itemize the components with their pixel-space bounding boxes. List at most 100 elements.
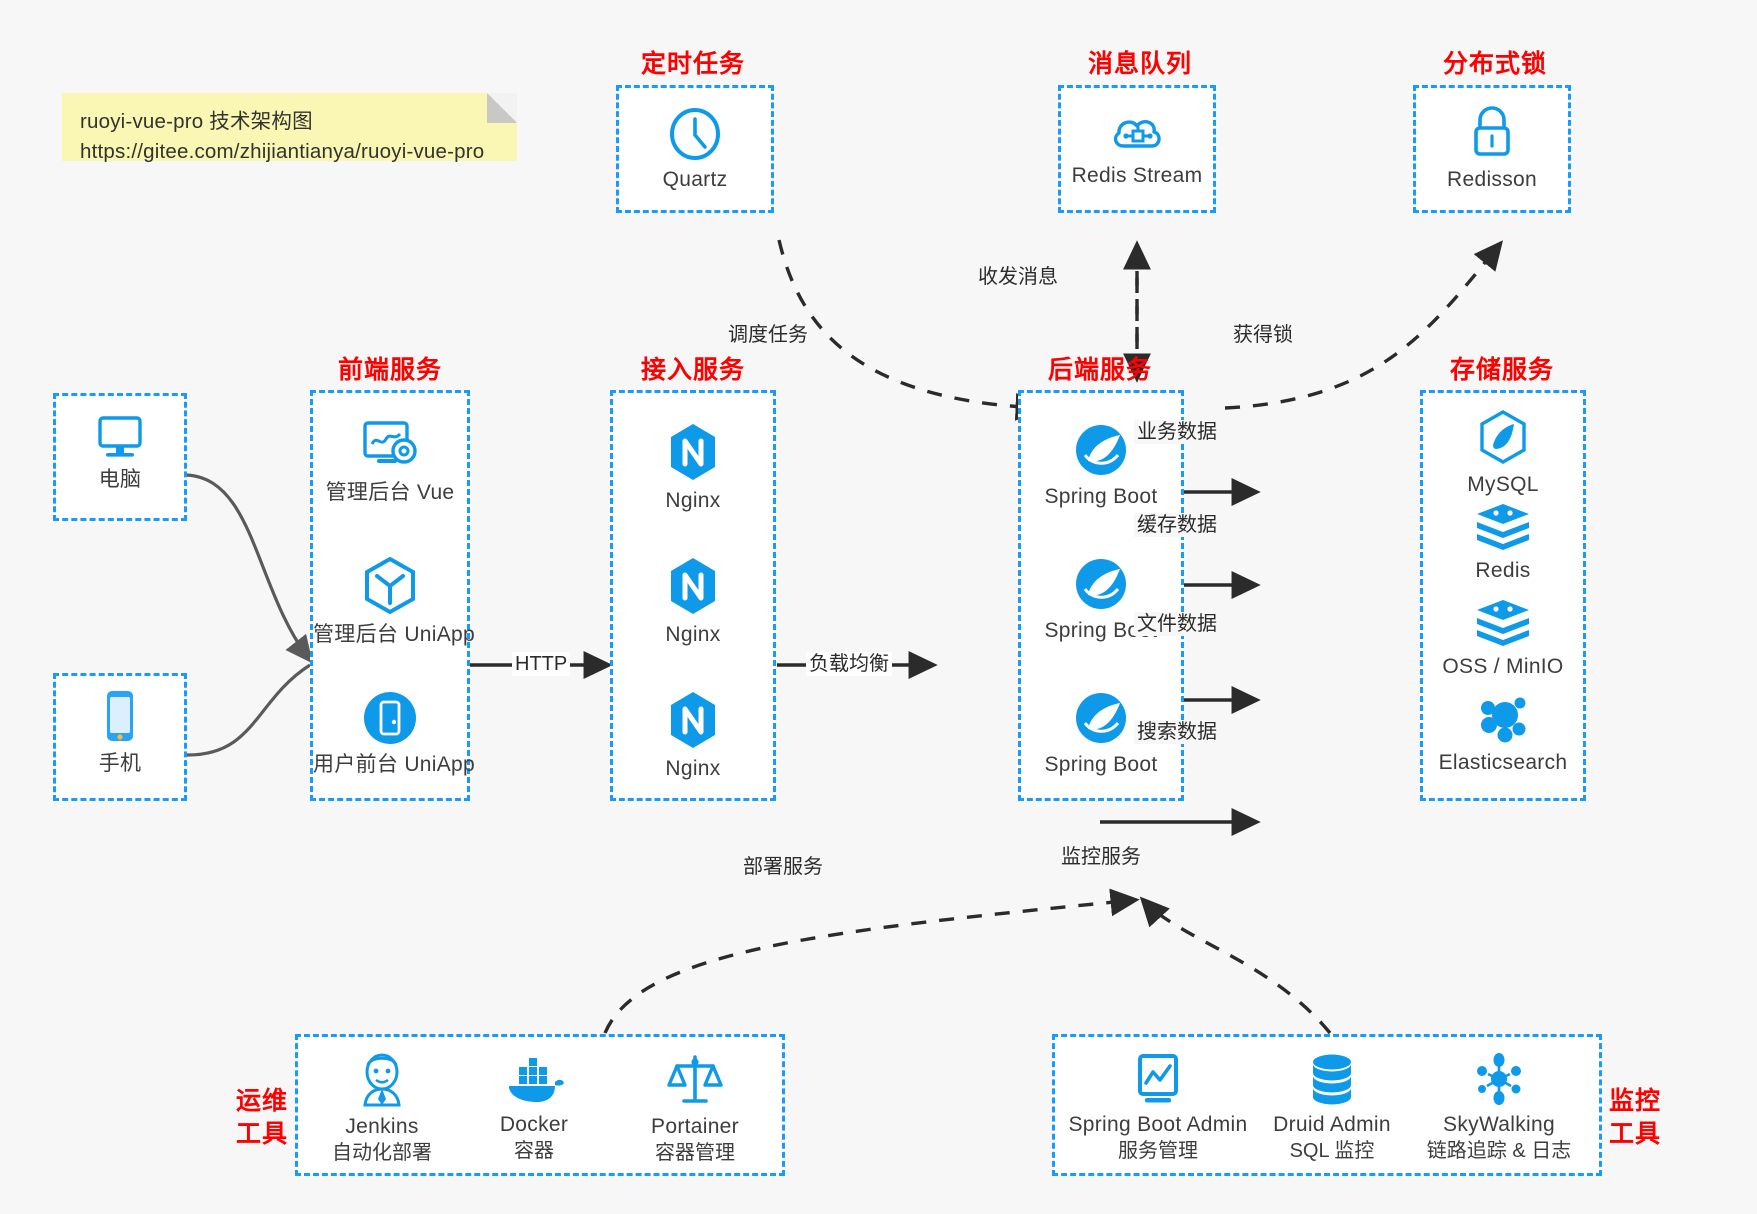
- group-title-message-queue: 消息队列: [1087, 50, 1192, 78]
- node-admin-vue[interactable]: 管理后台 Vue: [313, 417, 467, 506]
- spring-leaf-icon: [1076, 559, 1126, 609]
- jenkins-butler-icon: [363, 1053, 401, 1107]
- redis-stack-icon: [1477, 504, 1529, 550]
- group-title-monitoring: 监控 工具: [1605, 1085, 1665, 1151]
- elasticsearch-icon: [1481, 697, 1526, 743]
- node-quartz[interactable]: Quartz: [619, 106, 771, 193]
- node-label: Spring Boot: [1044, 753, 1158, 776]
- node-jenkins[interactable]: Jenkins 自动化部署: [312, 1051, 452, 1166]
- node-spring-boot-1[interactable]: Spring Boot: [1021, 421, 1181, 510]
- node-redis[interactable]: Redis: [1423, 501, 1583, 584]
- group-title-storage: 存储服务: [1449, 356, 1554, 384]
- group-box-client-pc[interactable]: 电脑: [53, 393, 187, 521]
- node-label: 电脑: [98, 468, 142, 491]
- node-portainer[interactable]: Portainer 容器管理: [620, 1051, 770, 1166]
- group-box-devops[interactable]: Jenkins 自动化部署 Docker 容器: [295, 1034, 785, 1176]
- edge-monitoring-to-backend: [1139, 896, 1332, 1035]
- smartphone-icon: [107, 691, 133, 741]
- group-title-scheduled-task: 定时任务: [640, 50, 745, 78]
- clock-icon: [670, 108, 720, 160]
- edge-label-monitor-service: 监控服务: [1058, 845, 1144, 869]
- node-sublabel: 链路追踪 & 日志: [1426, 1140, 1572, 1162]
- node-label: SkyWalking: [1443, 1113, 1555, 1136]
- node-docker[interactable]: Docker 容器: [464, 1055, 604, 1164]
- spring-leaf-icon: [1076, 693, 1126, 743]
- edge-label-business-data: 业务数据: [1134, 420, 1220, 444]
- node-label: Redis: [1475, 559, 1531, 582]
- docker-whale-icon: [509, 1058, 564, 1102]
- node-nginx-3[interactable]: Nginx: [613, 689, 773, 782]
- node-sublabel: 容器管理: [655, 1142, 735, 1164]
- node-elasticsearch[interactable]: Elasticsearch: [1423, 693, 1583, 776]
- node-label: Elasticsearch: [1438, 751, 1568, 774]
- database-cylinder-icon: [1313, 1054, 1351, 1105]
- mysql-dolphin-icon: [1480, 410, 1526, 464]
- edge-devops-to-backend: [603, 888, 1140, 1034]
- node-admin-uniapp[interactable]: 管理后台 UniApp: [313, 555, 475, 648]
- scales-balance-icon: [667, 1055, 723, 1103]
- node-label: Redis Stream: [1071, 164, 1203, 187]
- node-label: Nginx: [665, 757, 721, 780]
- sticky-note: ruoyi-vue-pro 技术架构图 https://gitee.com/zh…: [62, 93, 517, 163]
- group-box-scheduled-task[interactable]: Quartz: [616, 85, 774, 213]
- edge-label-deploy-service: 部署服务: [740, 855, 826, 879]
- node-label: 管理后台 Vue: [325, 481, 455, 504]
- cloud-stream-icon: [1113, 120, 1161, 148]
- node-spring-boot-admin[interactable]: Spring Boot Admin 服务管理: [1063, 1051, 1253, 1164]
- nginx-icon: [671, 692, 715, 748]
- group-box-distributed-lock[interactable]: Redisson: [1413, 85, 1571, 213]
- devops-title-line2: 工具: [235, 1120, 288, 1148]
- node-user-uniapp[interactable]: 用户前台 UniApp: [313, 689, 475, 778]
- node-spring-boot-2[interactable]: Spring Boot: [1021, 555, 1181, 644]
- group-box-storage[interactable]: MySQL Redis OSS / MinIO: [1420, 390, 1586, 801]
- note-title: ruoyi-vue-pro 技术架构图: [80, 110, 313, 133]
- node-label: Spring Boot Admin: [1068, 1113, 1248, 1136]
- node-pc[interactable]: 电脑: [56, 412, 184, 493]
- node-sublabel: SQL 监控: [1289, 1140, 1375, 1162]
- node-label: MySQL: [1467, 473, 1539, 496]
- edge-label-file-data: 文件数据: [1134, 612, 1220, 636]
- node-label: OSS / MinIO: [1442, 655, 1564, 678]
- lock-icon: [1474, 106, 1510, 156]
- group-box-gateway[interactable]: Nginx Nginx Nginx: [610, 390, 776, 801]
- group-box-message-queue[interactable]: Redis Stream: [1058, 85, 1216, 213]
- node-redisson[interactable]: Redisson: [1416, 104, 1568, 193]
- node-label: Redisson: [1447, 168, 1537, 191]
- group-box-client-phone[interactable]: 手机: [53, 673, 187, 801]
- node-druid-admin[interactable]: Druid Admin SQL 监控: [1257, 1051, 1407, 1164]
- node-oss-minio[interactable]: OSS / MinIO: [1423, 597, 1583, 680]
- edge-label-search-data: 搜索数据: [1134, 720, 1220, 744]
- edge-label-acquire-lock: 获得锁: [1230, 323, 1296, 347]
- node-redis-stream[interactable]: Redis Stream: [1061, 106, 1213, 189]
- edge-label-send-receive-message: 收发消息: [975, 265, 1061, 289]
- note-fold-corner: [487, 93, 517, 123]
- node-nginx-1[interactable]: Nginx: [613, 421, 773, 514]
- node-mysql[interactable]: MySQL: [1423, 409, 1583, 498]
- node-skywalking[interactable]: SkyWalking 链路追踪 & 日志: [1401, 1051, 1597, 1164]
- skywalking-node-icon: [1477, 1053, 1521, 1105]
- group-box-frontend[interactable]: 管理后台 Vue 管理后台 UniApp 用户前台 UniApp: [310, 390, 475, 801]
- node-sublabel: 自动化部署: [332, 1142, 432, 1164]
- edge-label-cache-data: 缓存数据: [1134, 513, 1220, 537]
- node-sublabel: 服务管理: [1118, 1140, 1198, 1162]
- group-box-monitoring[interactable]: Spring Boot Admin 服务管理 Druid Admin SQL 监…: [1052, 1034, 1602, 1176]
- spring-leaf-icon: [1076, 425, 1126, 475]
- devops-title-line1: 运维: [235, 1087, 288, 1115]
- edge-pc-to-frontend: [185, 473, 313, 664]
- node-label: Docker: [499, 1113, 569, 1136]
- edge-label-load-balance: 负载均衡: [806, 652, 892, 676]
- monitoring-title-line1: 监控: [1608, 1087, 1661, 1115]
- node-phone[interactable]: 手机: [56, 688, 184, 777]
- node-label: 手机: [98, 752, 142, 775]
- edge-phone-to-frontend: [185, 663, 311, 757]
- node-nginx-2[interactable]: Nginx: [613, 555, 773, 648]
- node-label: Quartz: [662, 168, 728, 191]
- monitor-chart-icon: [1138, 1054, 1178, 1103]
- group-title-backend: 后端服务: [1047, 356, 1152, 384]
- nginx-icon: [671, 558, 715, 614]
- node-label: Spring Boot: [1044, 619, 1158, 642]
- edge-label-schedule-task: 调度任务: [725, 323, 811, 347]
- nginx-icon: [671, 424, 715, 480]
- node-spring-boot-3[interactable]: Spring Boot: [1021, 689, 1181, 778]
- node-label: Nginx: [665, 623, 721, 646]
